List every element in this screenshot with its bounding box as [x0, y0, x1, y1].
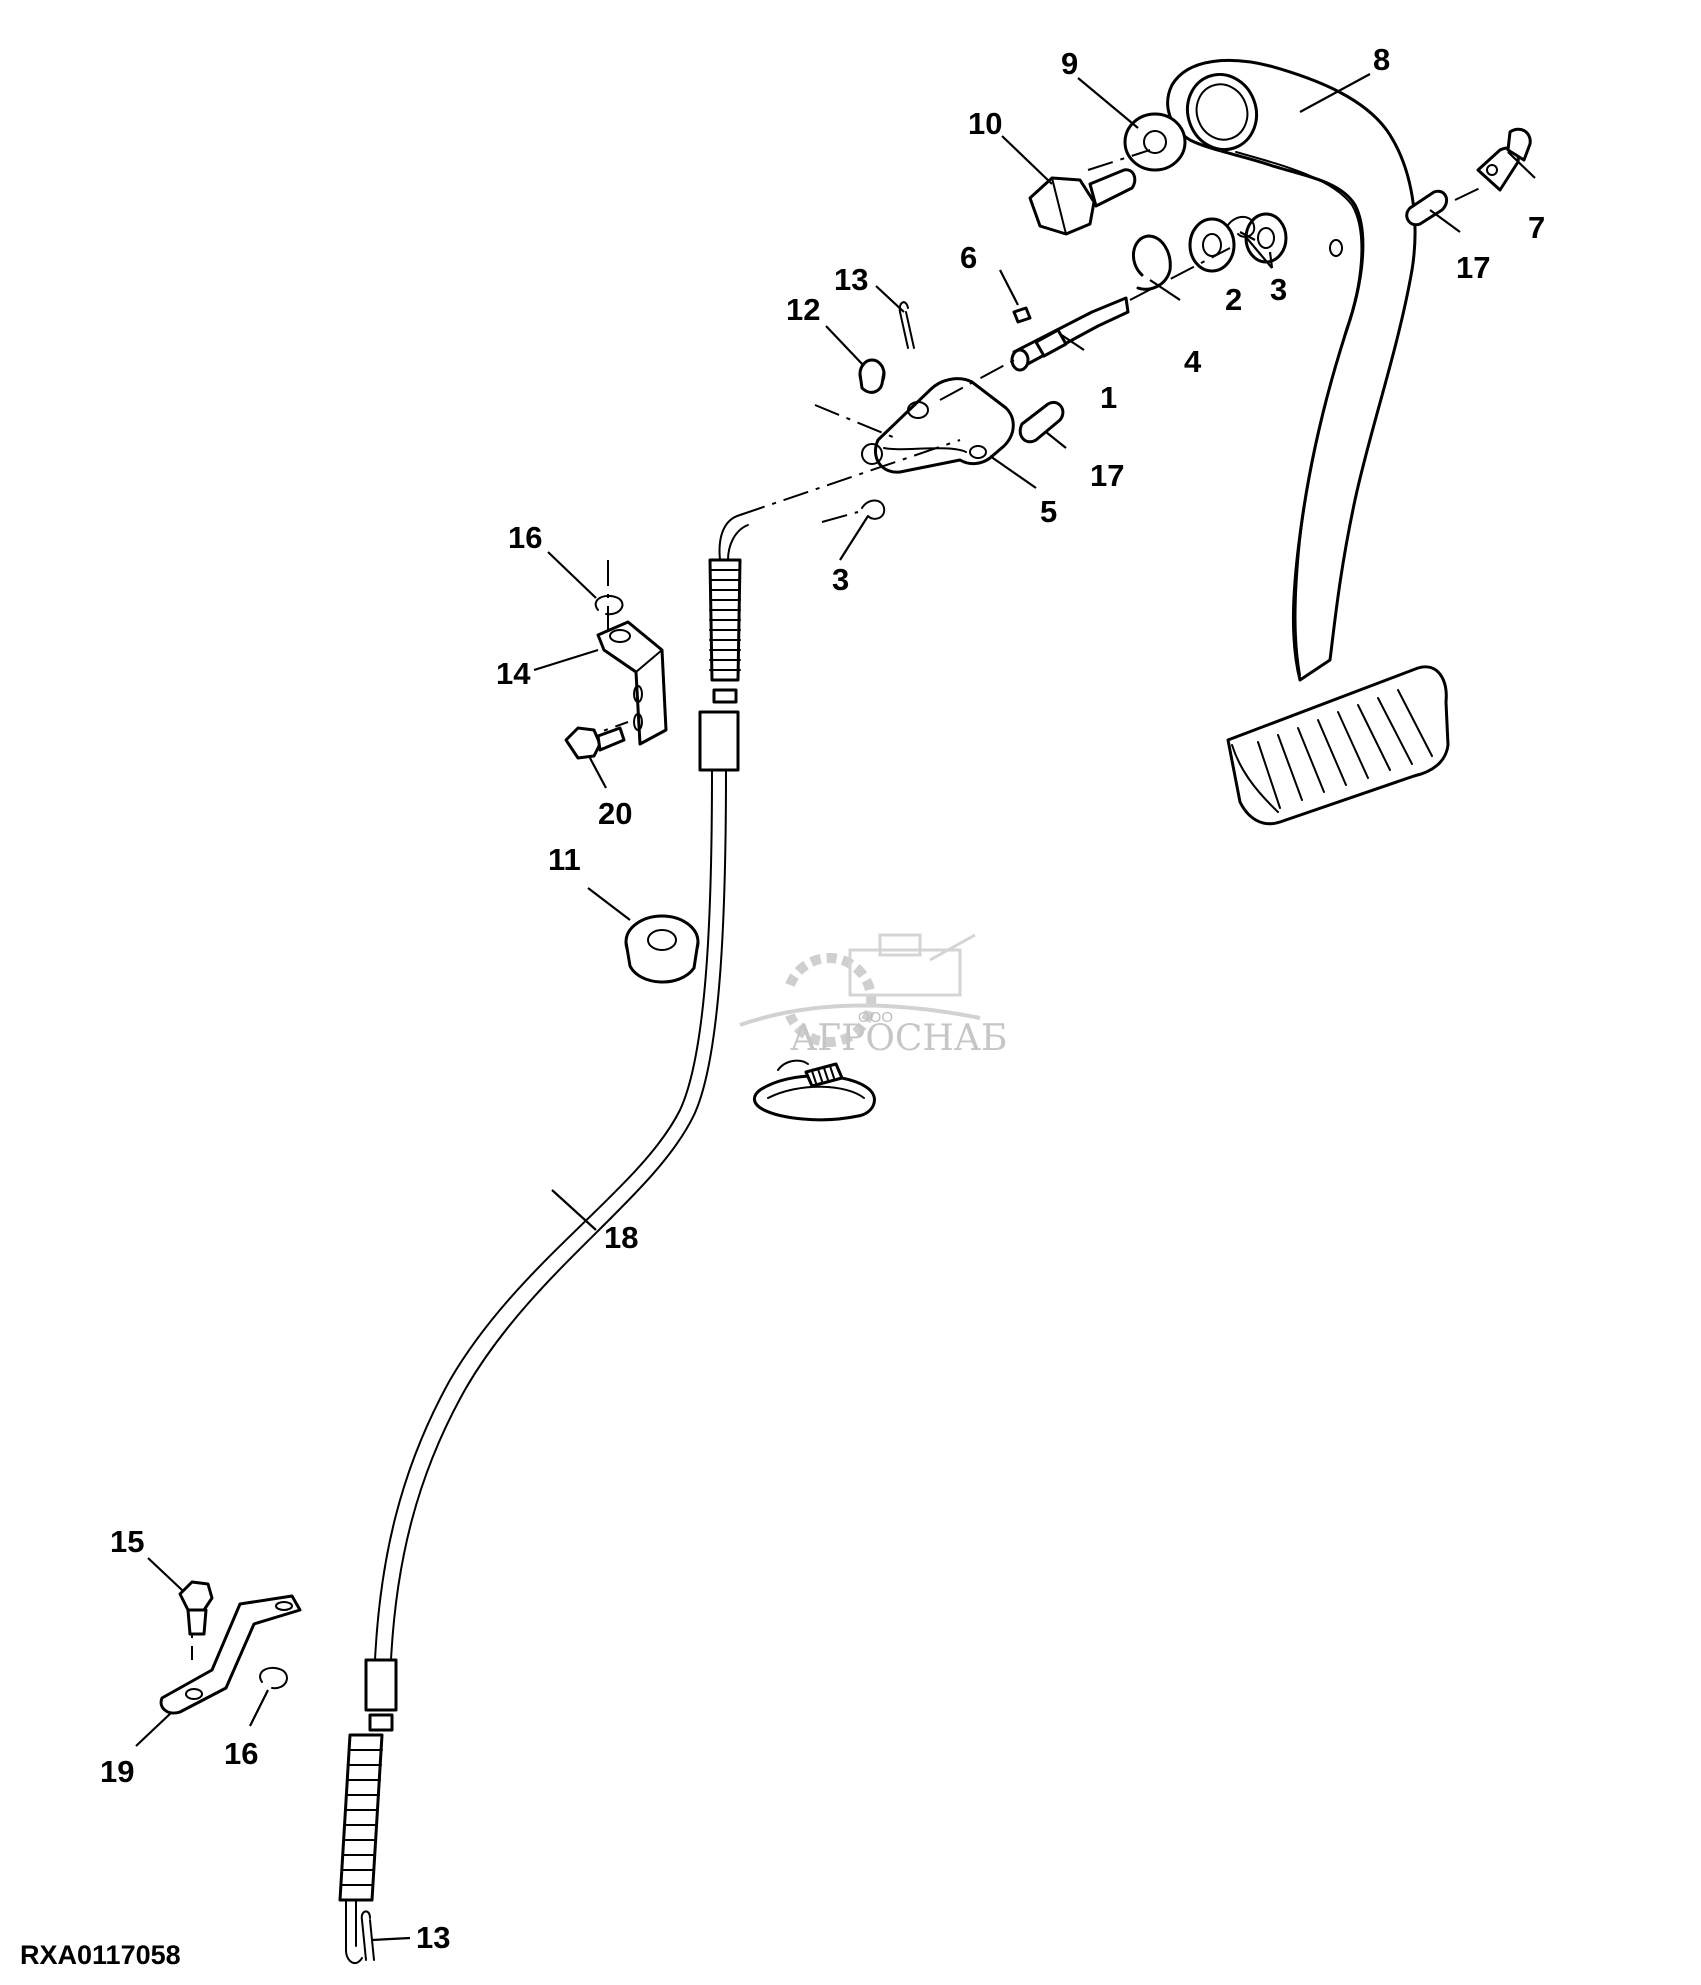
- bolt-20: [564, 726, 626, 760]
- callout-10: 10: [968, 106, 1002, 141]
- callout-16-upper: 16: [508, 520, 542, 555]
- callout-2: 2: [1225, 282, 1242, 317]
- bolt-15: [178, 1580, 214, 1636]
- cotter-pin-13-upper: [898, 301, 915, 349]
- callout-6: 6: [960, 240, 977, 275]
- grommet-11: [624, 914, 700, 984]
- key-6: [1012, 306, 1032, 324]
- callout-19: 19: [100, 1754, 134, 1789]
- cotter-pin-13-lower: [360, 1910, 375, 1961]
- callout-18: 18: [604, 1220, 638, 1255]
- callout-7: 7: [1528, 210, 1545, 245]
- callout-13-upper: 13: [834, 262, 868, 297]
- callout-11: 11: [548, 842, 581, 877]
- callout-15: 15: [110, 1524, 144, 1559]
- callout-12: 12: [786, 292, 820, 327]
- callout-14: 14: [496, 656, 531, 691]
- pedal-pad: [1226, 665, 1450, 826]
- shaft-1: [1010, 296, 1130, 372]
- callout-3-lower: 3: [832, 562, 849, 597]
- callout-20: 20: [598, 796, 632, 831]
- clip-3-lower: [861, 499, 886, 520]
- snap-ring-4: [1132, 234, 1172, 291]
- watermark-logo: ООО АГРОСНАБ: [739, 933, 1008, 1059]
- callout-17-upper: 17: [1456, 250, 1490, 285]
- clevis-pin-7: [1476, 127, 1532, 192]
- callout-labels: 9 10 8 7 17 3 2 4 1 6 13 12 5 17 3 16 14…: [100, 42, 1545, 1955]
- callout-5: 5: [1040, 494, 1057, 529]
- brake-pedal-arm: [1166, 58, 1417, 682]
- assembly-centerlines: [191, 149, 1481, 1660]
- bracket-14: [596, 620, 668, 746]
- callout-leaders: [135, 73, 1536, 1942]
- callout-17-lower: 17: [1090, 458, 1124, 493]
- callout-4: 4: [1184, 344, 1202, 379]
- hose-clamp: [753, 1059, 876, 1122]
- pin-12: [858, 358, 886, 394]
- callout-3-upper: 3: [1270, 272, 1287, 307]
- diagram-reference-code: RXA0117058: [20, 1940, 181, 1970]
- bracket-19: [159, 1594, 302, 1715]
- washer-9: [1123, 112, 1187, 172]
- bushing-17-lower: [1018, 401, 1065, 444]
- watermark-brand: АГРОСНАБ: [790, 1018, 1008, 1059]
- callout-13-lower: 13: [416, 1920, 450, 1955]
- bushing-17-upper: [1405, 189, 1448, 227]
- clip-16-lower: [259, 1666, 288, 1690]
- brake-cable-18: [338, 514, 749, 1965]
- callout-8: 8: [1373, 42, 1390, 77]
- callout-16-lower: 16: [224, 1736, 258, 1771]
- watermark-prefix: ООО: [858, 1009, 893, 1026]
- callout-1: 1: [1100, 380, 1117, 415]
- lever-bracket-5: [861, 377, 1015, 474]
- bolt-10: [1028, 168, 1137, 236]
- clip-16-upper: [594, 594, 624, 616]
- callout-9: 9: [1061, 46, 1078, 81]
